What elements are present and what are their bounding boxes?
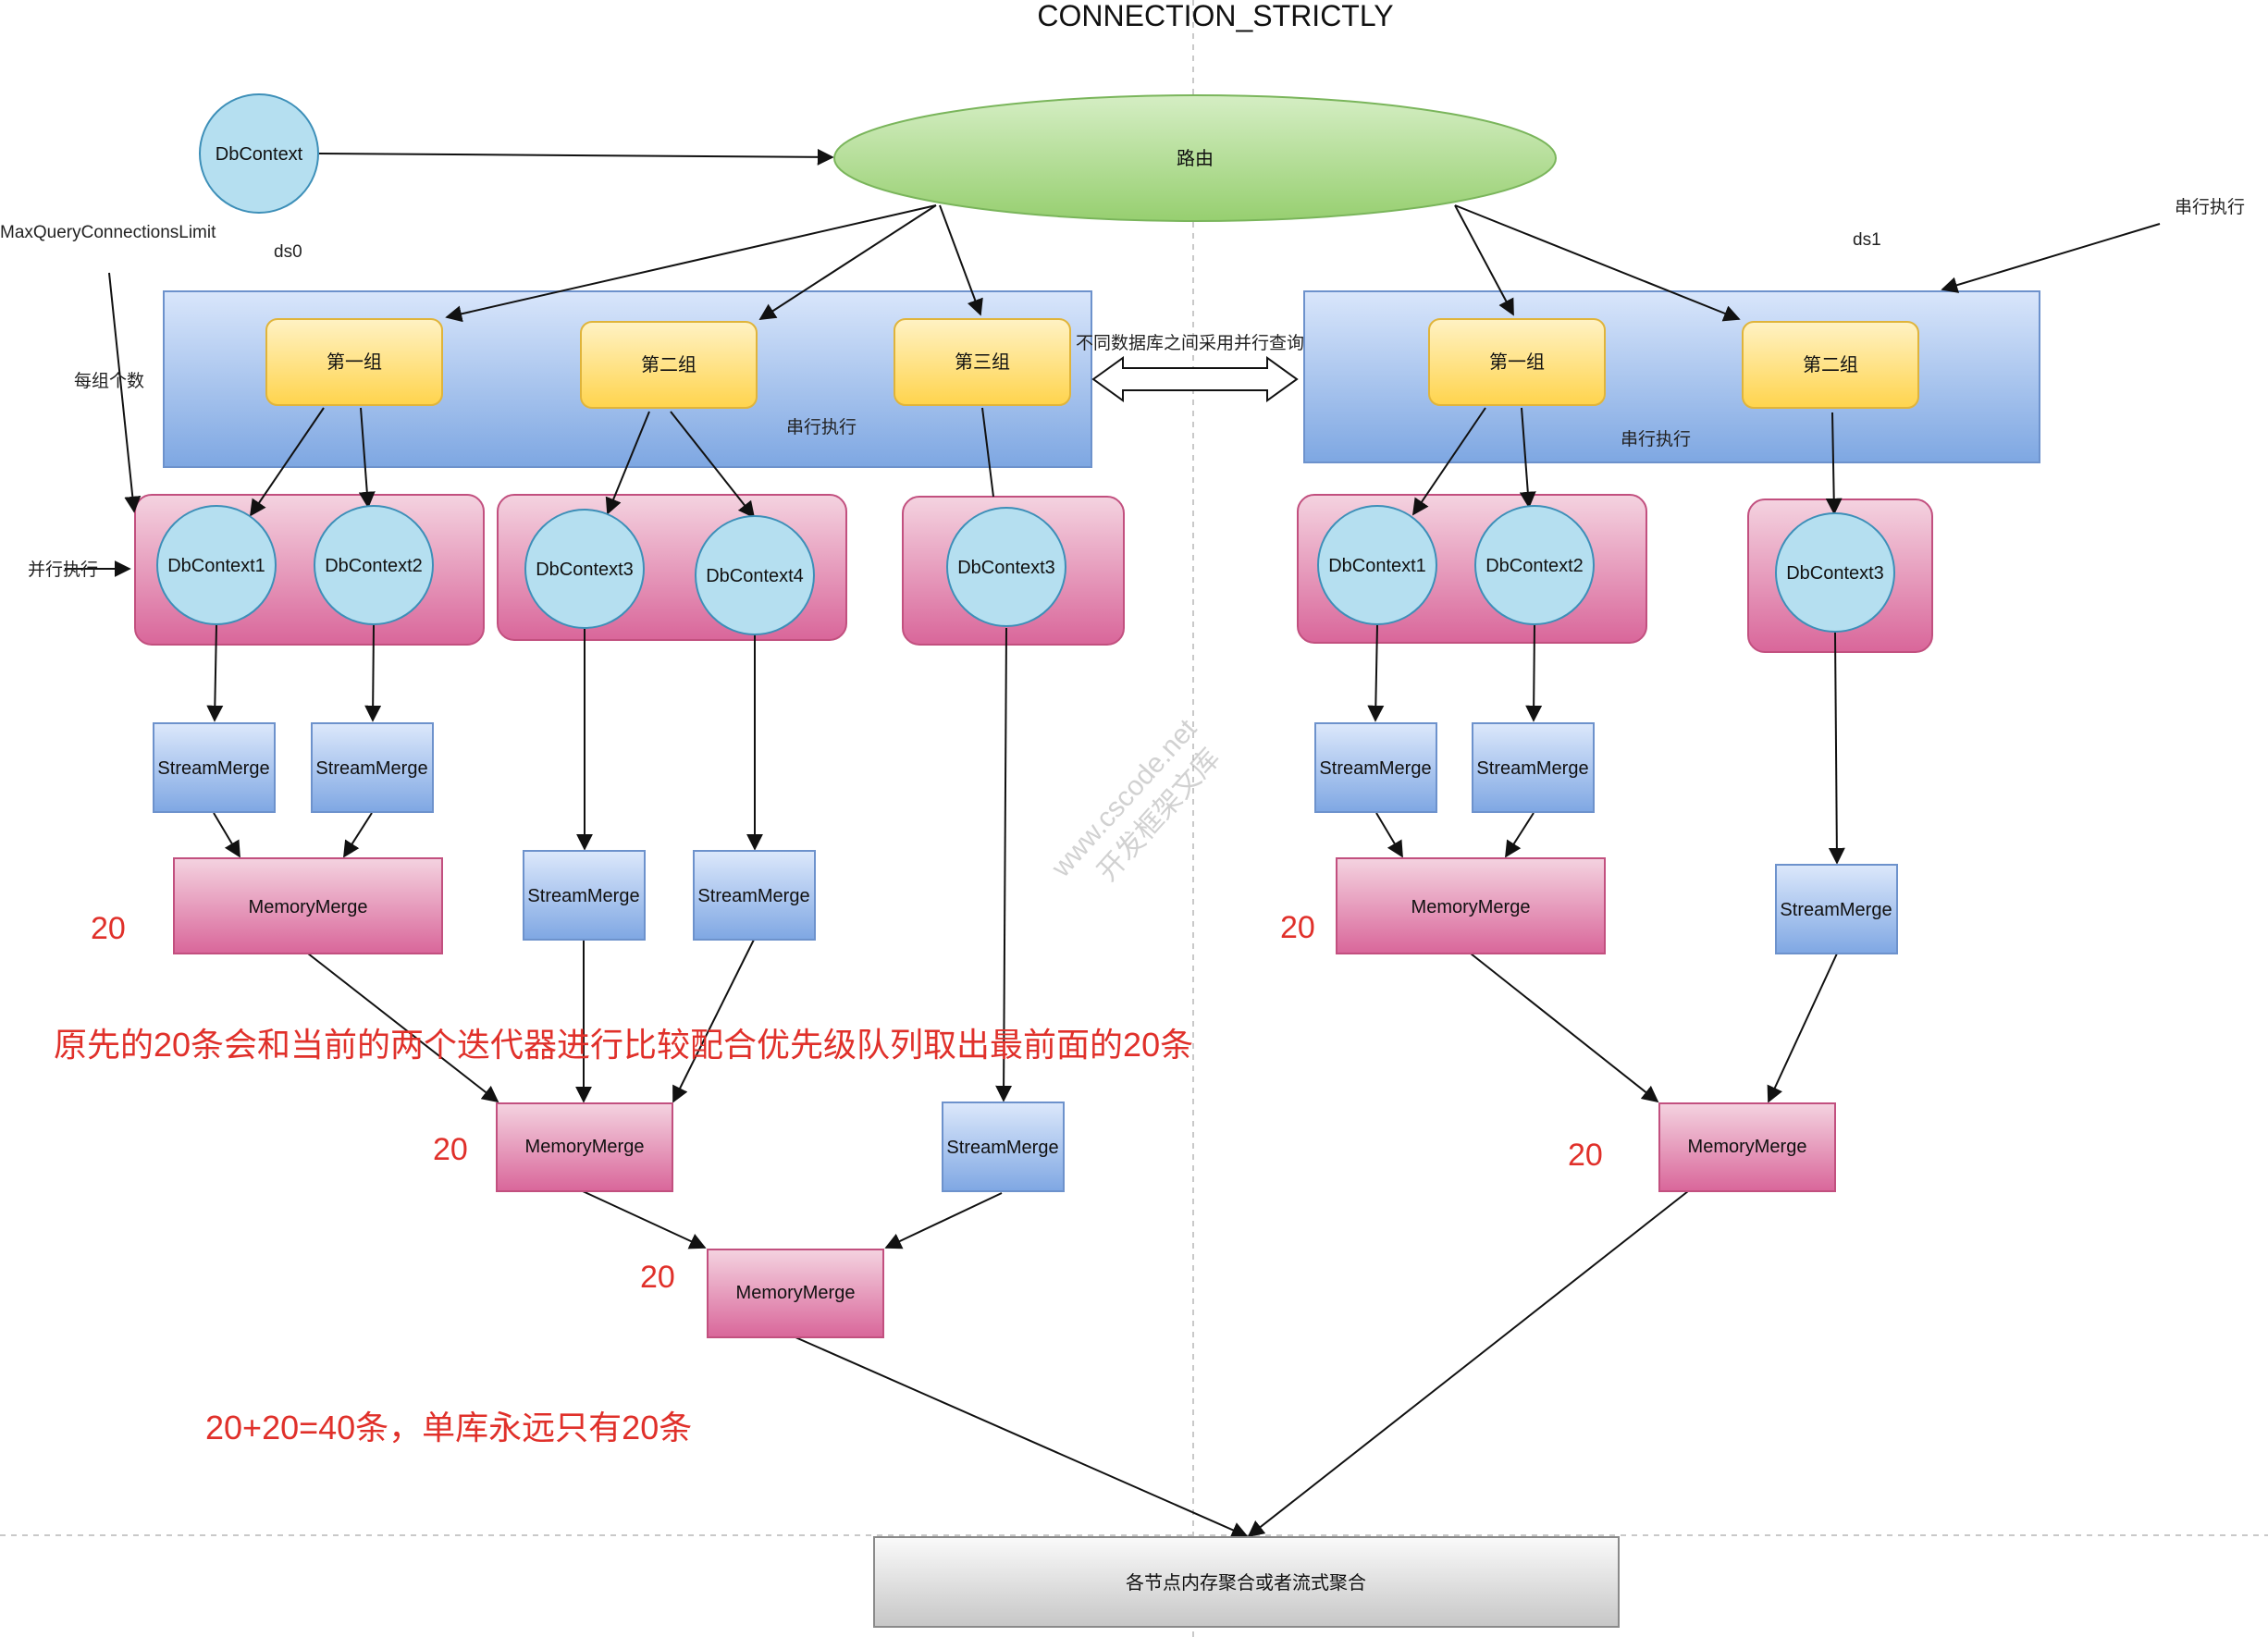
diagram-title: CONNECTION_STRICTLY — [1037, 0, 1393, 32]
ds0-context-1 — [156, 505, 277, 625]
memory-merge-ds0-1 — [173, 857, 443, 954]
annotation-sum: 20+20=40条，单库永远只有20条 — [205, 1409, 692, 1446]
count-20-ds0-memory-2: 20 — [433, 1132, 468, 1167]
ds0-context-5-label: DbContext3 — [957, 558, 1055, 578]
ds0-group-3-label: 第三组 — [955, 351, 1010, 373]
ds0-group-3 — [894, 318, 1071, 406]
stream-merge-ds0-5-label: StreamMerge — [946, 1138, 1058, 1158]
ds0-group-2 — [580, 321, 758, 409]
stream-merge-ds1-3-label: StreamMerge — [1780, 900, 1892, 920]
stream-merge-ds0-1-label: StreamMerge — [157, 758, 269, 779]
final-aggregation-label: 各节点内存聚合或者流式聚合 — [1126, 1572, 1366, 1594]
ds0-group-2-label: 第二组 — [641, 354, 696, 375]
stream-merge-ds0-4 — [693, 850, 816, 941]
ds1-context-3-label: DbContext3 — [1786, 563, 1884, 584]
memory-merge-ds0-1-label: MemoryMerge — [249, 897, 368, 917]
parallel-exec-label: 并行执行 — [28, 560, 98, 580]
per-group-count-label: 每组个数 — [74, 371, 144, 391]
ds1-context-2-label: DbContext2 — [1485, 556, 1584, 576]
router-label: 路由 — [1177, 148, 1214, 169]
cross-db-parallel-label: 不同数据库之间采用并行查询 — [1076, 333, 1304, 353]
ds1-context-1 — [1317, 505, 1437, 625]
ds1-groups: 第一组 第二组 — [1428, 318, 1919, 409]
stream-merge-ds1-1 — [1314, 722, 1437, 813]
stream-merges: StreamMerge StreamMerge StreamMerge Stre… — [153, 722, 1898, 1192]
ds0-group-1-label: 第一组 — [327, 351, 382, 373]
serial-exec-right-label: 串行执行 — [2175, 197, 2245, 217]
ds1-label: ds1 — [1853, 230, 1881, 250]
stream-merge-ds0-1 — [153, 722, 276, 813]
stream-merge-ds0-3 — [523, 850, 646, 941]
ds1-context-3 — [1775, 512, 1895, 633]
final-aggregation-node — [873, 1536, 1620, 1628]
max-query-connections-label: MaxQueryConnectionsLimit — [0, 223, 216, 242]
dbcontext-node — [199, 93, 319, 214]
ds0-label: ds0 — [274, 242, 302, 262]
memory-merge-ds0-3 — [707, 1249, 884, 1338]
ds0-context-3-label: DbContext3 — [536, 560, 634, 580]
dbcontext-label: DbContext — [216, 144, 303, 165]
parallel-between-db-arrow — [1091, 356, 1299, 402]
stream-merge-ds0-2-label: StreamMerge — [315, 758, 427, 779]
stream-merge-ds1-2 — [1472, 722, 1595, 813]
ds0-context-5 — [946, 507, 1066, 627]
stream-merge-ds0-5 — [942, 1102, 1065, 1192]
ds0-context-3 — [524, 509, 645, 629]
ds1-serial-label: 串行执行 — [1621, 429, 1691, 449]
ds1-group-2-label: 第二组 — [1803, 354, 1858, 375]
memory-merge-ds1-1 — [1336, 857, 1606, 954]
ds1-group-1-label: 第一组 — [1489, 351, 1545, 373]
ds1-group-2 — [1742, 321, 1919, 409]
ds0-contexts: DbContext1 DbContext2 DbContext3 DbConte… — [156, 505, 1066, 635]
ds0-context-4 — [695, 515, 815, 635]
ds0-context-2-label: DbContext2 — [325, 556, 423, 576]
router-node — [833, 94, 1557, 222]
memory-merges: MemoryMerge MemoryMerge MemoryMerge Memo… — [173, 857, 1836, 1338]
ds0-serial-label: 串行执行 — [786, 417, 857, 437]
ds0-context-4-label: DbContext4 — [706, 566, 804, 586]
ds1-context-2 — [1474, 505, 1595, 625]
ds0-context-2 — [314, 505, 434, 625]
count-20-ds1-memory: 20 — [1280, 910, 1315, 945]
memory-merge-ds0-2-label: MemoryMerge — [525, 1137, 645, 1157]
stream-merge-ds1-2-label: StreamMerge — [1476, 758, 1588, 779]
memory-merge-ds1-1-label: MemoryMerge — [1411, 897, 1531, 917]
count-20-ds1-memory-2: 20 — [1568, 1138, 1603, 1173]
ds1-contexts: DbContext1 DbContext2 DbContext3 — [1317, 505, 1895, 633]
memory-merge-ds0-3-label: MemoryMerge — [736, 1283, 856, 1303]
stream-merge-ds0-4-label: StreamMerge — [697, 886, 809, 906]
stream-merge-ds1-3 — [1775, 864, 1898, 954]
memory-merge-ds1-2 — [1658, 1102, 1836, 1192]
ds0-groups: 第一组 第二组 第三组 — [265, 318, 1071, 409]
count-20-ds0-memory: 20 — [91, 911, 126, 946]
annotation-compare: 原先的20条会和当前的两个迭代器进行比较配合优先级队列取出最前面的20条 — [54, 1026, 1193, 1064]
stream-merge-ds0-3-label: StreamMerge — [527, 886, 639, 906]
memory-merge-ds1-2-label: MemoryMerge — [1688, 1137, 1807, 1157]
ds1-context-1-label: DbContext1 — [1328, 556, 1426, 576]
count-20-ds0-memory-3: 20 — [640, 1260, 675, 1295]
memory-merge-ds0-2 — [496, 1102, 673, 1192]
ds0-context-1-label: DbContext1 — [167, 556, 265, 576]
ds1-group-1 — [1428, 318, 1606, 406]
stream-merge-ds0-2 — [311, 722, 434, 813]
stream-merge-ds1-1-label: StreamMerge — [1319, 758, 1431, 779]
ds0-group-1 — [265, 318, 443, 406]
